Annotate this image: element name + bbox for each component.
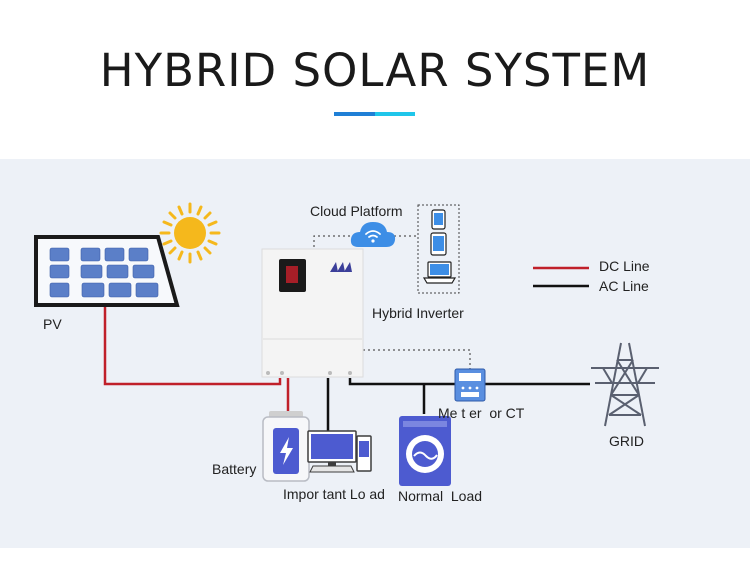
computer-icon <box>307 430 372 473</box>
cloud-wifi-icon <box>350 222 396 247</box>
title-underline <box>334 112 415 116</box>
hybrid-inverter-label: Hybrid Inverter <box>372 305 464 321</box>
comm-line-meter <box>363 349 471 370</box>
important-load-label: Impor tant Lo ad <box>283 486 385 502</box>
laptop-icon <box>422 261 457 284</box>
comm-line-cloud <box>313 235 350 252</box>
battery-label: Battery <box>212 461 257 477</box>
transmission-tower-icon <box>591 342 659 427</box>
meter-icon <box>454 368 486 402</box>
phone-icon <box>431 209 446 230</box>
cloud-platform-label: Cloud Platform <box>310 203 403 219</box>
tablet-icon <box>430 232 447 256</box>
legend-ac-label: AC Line <box>599 278 649 294</box>
washing-machine-icon <box>399 416 451 486</box>
ac-line-grid <box>348 378 590 386</box>
dc-line-pv <box>103 305 282 386</box>
legend-dc-label: DC Line <box>599 258 650 274</box>
solar-panel-icon <box>34 235 180 307</box>
page-title: HYBRID SOLAR SYSTEM <box>99 44 651 97</box>
hybrid-inverter-icon <box>261 248 364 378</box>
pv-label: PV <box>43 316 62 332</box>
sun-icon <box>159 202 221 264</box>
normal-load-label: Normal Load <box>398 488 483 504</box>
devices-box <box>417 204 460 294</box>
grid-label: GRID <box>609 433 644 449</box>
meter-label: Me t er or CT <box>438 405 525 421</box>
battery-icon <box>262 411 310 482</box>
